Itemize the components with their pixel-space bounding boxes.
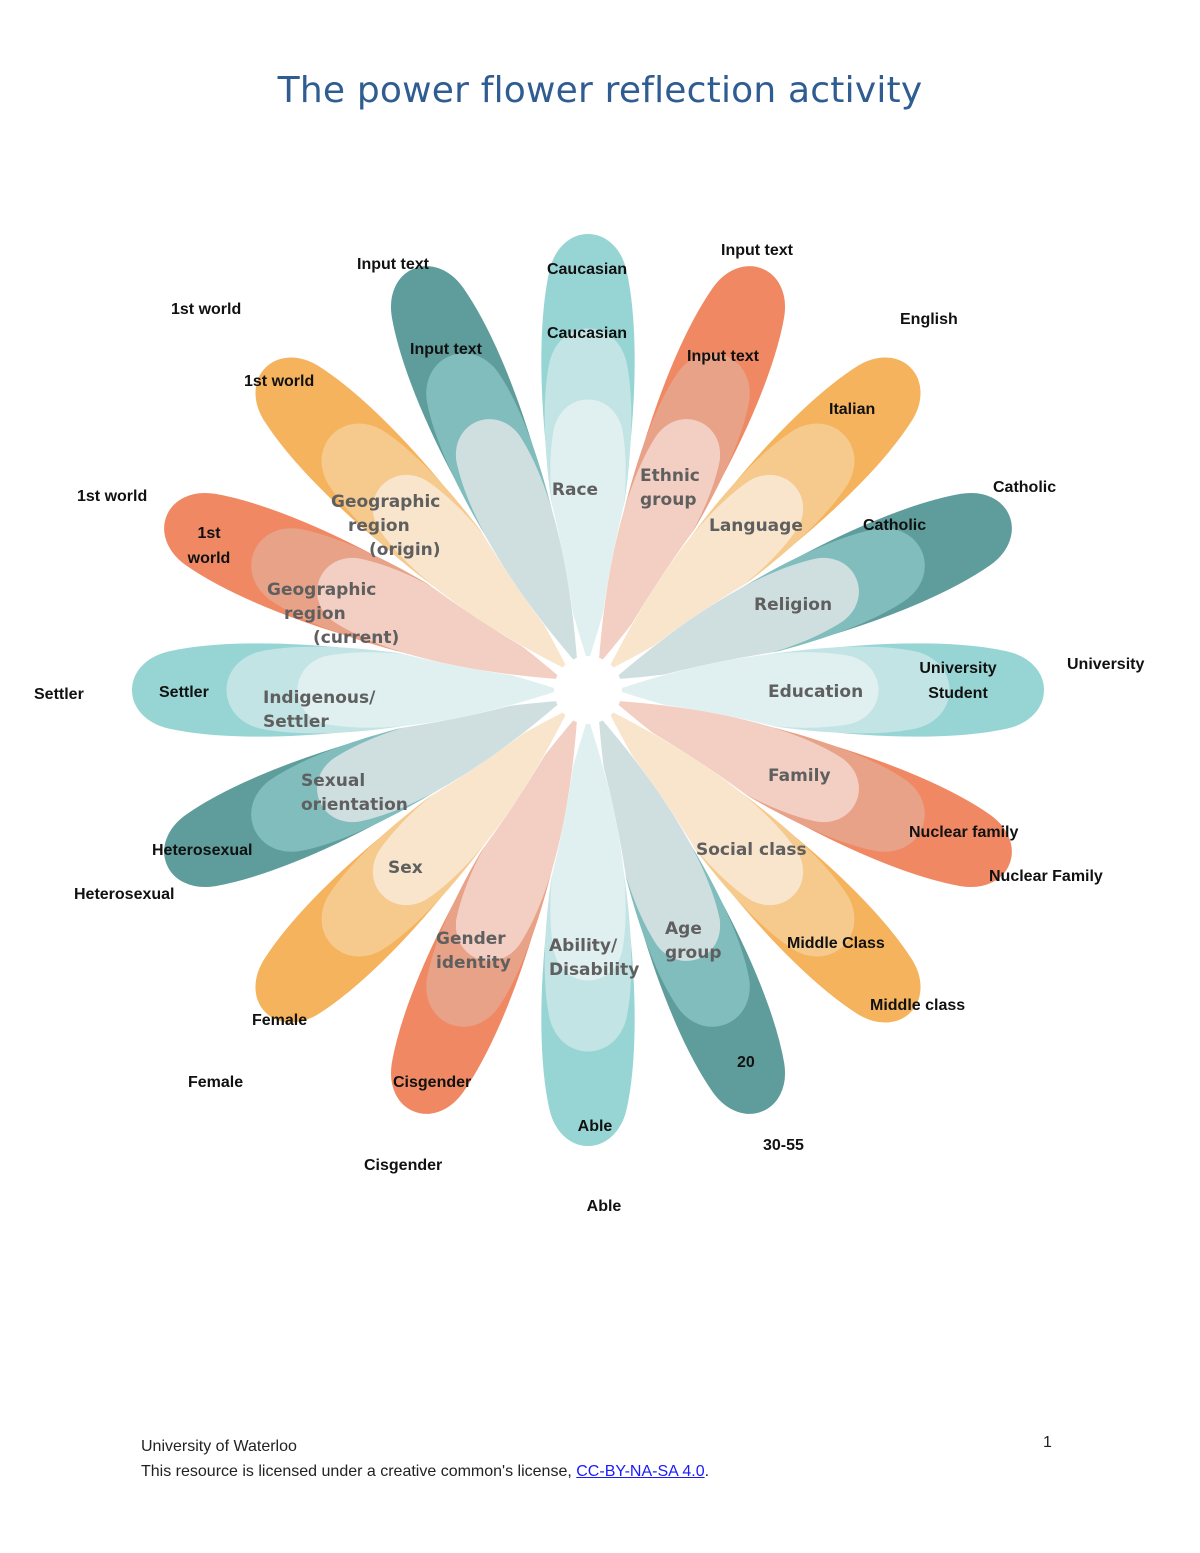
label-family-outer: Nuclear Family [989, 868, 1103, 885]
footer-license: This resource is licensed under a creati… [141, 1459, 709, 1484]
label-age-outer: 30-55 [763, 1137, 804, 1154]
label-age-category-2: group [665, 943, 722, 963]
label-language-category: Language [709, 516, 803, 536]
label-sexual-orientation-outer: Heterosexual [74, 886, 175, 903]
license-text: This resource is licensed under a creati… [141, 1463, 577, 1480]
license-period: . [704, 1463, 710, 1480]
label-language-outer: English [900, 311, 958, 328]
label-gender-category-1: Gender [436, 929, 506, 949]
label-geo-origin-category-1: Geographic [331, 492, 440, 512]
label-education-outer: University [1067, 656, 1144, 673]
label-ethnic-category-2: group [640, 490, 697, 510]
label-unnamed-inner[interactable]: Input text [410, 341, 483, 358]
label-ethnic-outer: Input text [721, 242, 794, 259]
label-religion-category: Religion [754, 595, 832, 615]
label-unnamed-outer[interactable]: Input text [357, 256, 430, 273]
label-social-class-inner: Middle Class [787, 935, 885, 952]
label-age-inner: 20 [737, 1054, 755, 1071]
label-ability-category-1: Ability/ [549, 936, 618, 956]
label-geo-current-outer: 1st world [77, 488, 147, 505]
label-ability-category-2: Disability [549, 960, 639, 980]
label-social-class-category: Social class [696, 840, 807, 860]
page-title: The power flower reflection activity [277, 70, 923, 111]
label-sex-inner: Female [252, 1012, 307, 1029]
license-link[interactable]: CC-BY-NA-SA 4.0 [576, 1463, 705, 1480]
label-geo-current-category-1: Geographic [267, 580, 376, 600]
label-education-inner-2: Student [928, 685, 988, 702]
label-sexual-orientation-inner: Heterosexual [152, 842, 253, 859]
label-indigenous-category-1: Indigenous/ [263, 688, 376, 708]
label-sexual-orientation-category-1: Sexual [301, 771, 365, 791]
page-number: 1 [1043, 1434, 1052, 1451]
flower-center [554, 656, 622, 724]
label-gender-outer: Cisgender [364, 1157, 442, 1174]
label-religion-inner: Catholic [863, 517, 926, 534]
label-race-outer: Caucasian [547, 261, 627, 278]
label-geo-origin-inner: 1st world [244, 373, 314, 390]
label-indigenous-outer: Settler [34, 686, 84, 703]
label-family-inner: Nuclear family [909, 824, 1018, 841]
label-geo-origin-category-3: (origin) [369, 540, 441, 560]
label-geo-current-inner-1: 1st [197, 525, 221, 542]
label-ethnic-inner: Input text [687, 348, 760, 365]
label-ability-outer: Able [587, 1198, 622, 1215]
label-language-inner: Italian [829, 401, 875, 418]
label-family-category: Family [768, 766, 831, 786]
footer-org: University of Waterloo [141, 1438, 297, 1455]
label-sex-category: Sex [388, 858, 423, 878]
label-race-category: Race [552, 480, 598, 500]
label-age-category-1: Age [665, 919, 702, 939]
label-ethnic-category-1: Ethnic [640, 466, 700, 486]
label-ability-inner: Able [578, 1118, 613, 1135]
label-geo-current-category-2: region [284, 604, 346, 624]
label-indigenous-inner: Settler [159, 684, 209, 701]
label-indigenous-category-2: Settler [263, 712, 329, 732]
label-education-inner-1: University [919, 660, 996, 677]
label-geo-origin-outer: 1st world [171, 301, 241, 318]
label-geo-current-category-3: (current) [313, 628, 399, 648]
label-sex-outer: Female [188, 1074, 243, 1091]
label-gender-inner: Cisgender [393, 1074, 471, 1091]
label-social-class-outer: Middle class [870, 997, 965, 1014]
label-geo-origin-category-2: region [348, 516, 410, 536]
label-education-category: Education [768, 682, 863, 702]
label-geo-current-inner-2: world [187, 550, 231, 567]
label-race-inner: Caucasian [547, 325, 627, 342]
footer: University of Waterloo This resource is … [141, 1434, 709, 1484]
label-gender-category-2: identity [436, 953, 511, 973]
label-religion-outer: Catholic [993, 479, 1056, 496]
label-sexual-orientation-category-2: orientation [301, 795, 408, 815]
